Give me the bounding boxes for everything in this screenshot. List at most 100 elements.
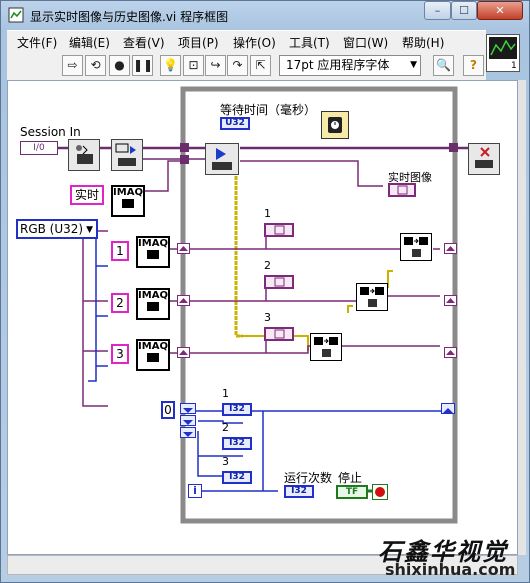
menu-help[interactable]: 帮助(H) — [402, 36, 445, 50]
labview-app-icon — [8, 7, 24, 23]
int-shift-register-1[interactable] — [180, 403, 196, 414]
history-label-2: 2 — [264, 259, 271, 272]
iteration-terminal[interactable]: i — [188, 484, 202, 498]
wait-ms-node[interactable] — [321, 111, 349, 139]
image-icon — [274, 277, 285, 287]
wire-layer — [20, 86, 470, 524]
realtime-image-label: 实时图像 — [388, 171, 432, 184]
counter-label-2: 2 — [222, 421, 229, 434]
buffer-constant-1[interactable]: 1 — [111, 241, 129, 261]
shift-register-right-1[interactable] — [444, 243, 457, 254]
session-tunnel-right[interactable] — [449, 143, 458, 152]
session-in-terminal[interactable]: I/0 — [20, 141, 58, 155]
imaq-copy-node-1[interactable] — [400, 233, 432, 261]
buffer-constant-2[interactable]: 2 — [111, 293, 129, 313]
run-count-indicator[interactable]: I32 — [284, 485, 314, 498]
shift-register-right-3[interactable] — [444, 347, 457, 358]
menu-project[interactable]: 项目(P) — [178, 36, 219, 50]
imaq-grab-node[interactable] — [205, 143, 239, 175]
clock-icon — [328, 117, 342, 133]
stop-label: 停止 — [338, 471, 363, 485]
counter-indicator-3[interactable]: I32 — [222, 471, 252, 484]
search-icon[interactable]: 🔍 — [433, 55, 454, 76]
realtime-image-indicator[interactable] — [388, 183, 416, 197]
realtime-string-constant[interactable]: 实时 — [70, 185, 104, 205]
image-tunnel-left[interactable] — [180, 155, 189, 164]
imaq-init-node[interactable] — [68, 139, 100, 171]
run-arrow-icon[interactable]: ⇨ — [62, 55, 83, 76]
history-image-indicator-3[interactable] — [264, 327, 294, 341]
highlight-execution-icon[interactable]: 💡 — [160, 55, 181, 76]
menu-tools[interactable]: 工具(T) — [289, 36, 330, 50]
step-into-icon[interactable]: ↪ — [205, 55, 226, 76]
menu-view[interactable]: 查看(V) — [123, 36, 165, 50]
run-count-label: 运行次数 — [284, 471, 333, 485]
close-button[interactable]: ✕ — [477, 1, 523, 20]
buffer-constant-3[interactable]: 3 — [111, 344, 129, 364]
imaq-label: IMAQ — [138, 290, 168, 301]
chevron-down-icon: ▼ — [410, 60, 417, 70]
int-shift-register-3[interactable] — [180, 427, 196, 438]
imaq-create-node-realtime[interactable]: IMAQ — [111, 185, 145, 217]
step-out-icon[interactable]: ⇱ — [250, 55, 271, 76]
int-shift-register-2[interactable] — [180, 415, 196, 426]
menu-window[interactable]: 窗口(W) — [343, 36, 389, 50]
imaq-create-node-3[interactable]: IMAQ — [136, 339, 170, 371]
imaq-copy-node-3[interactable] — [310, 333, 342, 361]
history-image-indicator-1[interactable] — [264, 223, 294, 237]
window-title: 显示实时图像与历史图像.vi 程序框图 — [30, 10, 229, 24]
imaq-configure-node[interactable] — [111, 139, 143, 171]
menu-bar: 文件(F) 编辑(E) 查看(V) 项目(P) 操作(O) 工具(T) 窗口(W… — [7, 30, 486, 53]
history-label-1: 1 — [264, 207, 271, 220]
shift-register-left-2[interactable] — [177, 295, 190, 306]
minimize-button[interactable]: – — [424, 1, 451, 20]
index-constant[interactable]: 0 — [161, 401, 175, 419]
imaq-close-node[interactable] — [468, 143, 500, 175]
image-icon — [274, 329, 285, 339]
abort-icon[interactable]: ● — [109, 55, 130, 76]
shift-register-left-1[interactable] — [177, 243, 190, 254]
menu-operate[interactable]: 操作(O) — [233, 36, 276, 50]
pause-icon[interactable]: ❚❚ — [132, 55, 153, 76]
imaq-image-icon — [147, 302, 159, 311]
imaq-image-icon — [122, 199, 134, 208]
imaq-label: IMAQ — [138, 238, 168, 249]
chevron-down-icon: ▼ — [86, 225, 93, 235]
image-type-select[interactable]: RGB (U32) ▼ — [16, 219, 98, 239]
stop-terminal[interactable] — [372, 484, 388, 500]
image-type-value: RGB (U32) — [20, 222, 84, 236]
counter-indicator-2[interactable]: I32 — [222, 437, 252, 450]
step-over-icon[interactable]: ↷ — [227, 55, 248, 76]
svg-text:1: 1 — [511, 61, 517, 71]
counter-label-3: 3 — [222, 455, 229, 468]
block-diagram-canvas[interactable]: Session In I/0 实时 IMAQ RGB (U32) ▼ 1 2 3… — [7, 80, 518, 555]
counter-label-1: 1 — [222, 387, 229, 400]
vi-icon[interactable]: 1 — [486, 34, 520, 72]
wait-time-label: 等待时间（毫秒） — [220, 103, 317, 117]
imaq-copy-node-2[interactable] — [356, 283, 388, 311]
font-select-value: 17pt 应用程序字体 — [286, 58, 390, 72]
imaq-create-node-2[interactable]: IMAQ — [136, 288, 170, 320]
help-icon[interactable]: ? — [463, 55, 484, 76]
menu-edit[interactable]: 编辑(E) — [69, 36, 110, 50]
session-tunnel-left[interactable] — [180, 143, 189, 152]
title-bar[interactable]: 显示实时图像与历史图像.vi 程序框图 – ☐ ✕ — [0, 0, 528, 30]
image-icon — [274, 225, 285, 235]
maximize-button[interactable]: ☐ — [451, 1, 477, 20]
watermark-url: shixinhua.com — [385, 560, 516, 579]
int-shift-register-right[interactable] — [441, 403, 455, 414]
stop-control[interactable]: TF — [336, 485, 368, 499]
imaq-image-icon — [147, 353, 159, 362]
shift-register-left-3[interactable] — [177, 347, 190, 358]
run-continuously-icon[interactable]: ⟲ — [85, 55, 106, 76]
vertical-scrollbar[interactable] — [518, 80, 526, 555]
retain-wire-values-icon[interactable]: ⊡ — [183, 55, 204, 76]
history-image-indicator-2[interactable] — [264, 275, 294, 289]
font-select[interactable]: 17pt 应用程序字体 ▼ — [279, 55, 421, 76]
menu-file[interactable]: 文件(F) — [17, 36, 58, 50]
wait-time-control[interactable]: U32 — [220, 117, 250, 130]
horizontal-scrollbar[interactable] — [7, 555, 518, 575]
counter-indicator-1[interactable]: I32 — [222, 403, 252, 416]
shift-register-right-2[interactable] — [444, 295, 457, 306]
imaq-create-node-1[interactable]: IMAQ — [136, 236, 170, 268]
